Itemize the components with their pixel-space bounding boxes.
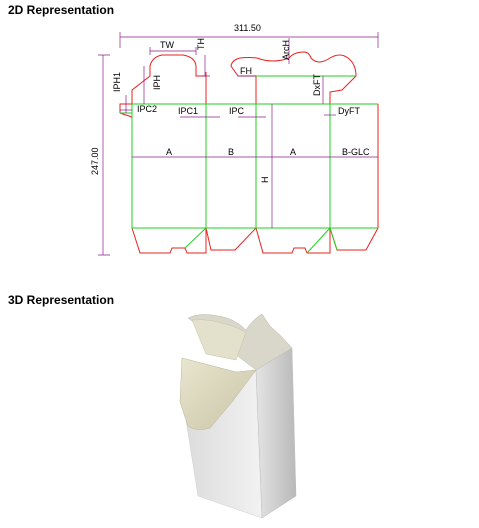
crease-lines (120, 75, 378, 254)
dimension-lines (98, 32, 379, 256)
bottom-diagonal-1 (184, 227, 207, 249)
ipc2-label: IPC2 (137, 104, 157, 114)
tw-line (149, 47, 197, 55)
overall-height-line (98, 54, 110, 256)
overall-width-label: 311.50 (234, 23, 261, 33)
ipc-label: IPC (229, 106, 245, 116)
fh-label: FH (240, 66, 252, 76)
box-tuck-flap (179, 357, 257, 430)
th-label: TH (196, 38, 206, 50)
ipc1-label: IPC1 (178, 106, 198, 116)
box-inner-flap (191, 319, 247, 361)
scalloped-lid-outline (230, 51, 357, 104)
bottom-diagonal-3 (329, 227, 338, 251)
box-right-face (255, 347, 297, 519)
twod-section-title: 2D Representation (8, 3, 115, 17)
panel-b-label: B (228, 147, 234, 157)
threed-section-title: 3D Representation (8, 293, 115, 307)
left-edge (119, 112, 133, 228)
tw-label: TW (160, 40, 174, 50)
overall-height-label: 247.00 (90, 147, 100, 175)
overall-width-line (119, 32, 379, 48)
th-line (201, 55, 210, 77)
bottom-flaps (131, 104, 379, 254)
panel-bglc-label: B-GLC (342, 147, 370, 157)
panel-a2-label: A (290, 147, 296, 157)
iph1-label: IPH1 (112, 72, 122, 92)
box-3d (179, 313, 297, 519)
arch-label: ArcH (281, 40, 291, 60)
dieline-2d: 311.50 247.00 TW TH IPH1 IPH IPC2 IPC1 I… (90, 23, 379, 256)
iph-label: IPH (152, 75, 162, 90)
h-label: H (260, 177, 270, 184)
dxft-label: DxFT (312, 74, 322, 96)
panel-a1-label: A (166, 147, 172, 157)
tuck-flap-outline (119, 54, 207, 113)
bottom-diagonal-2 (306, 227, 331, 254)
dyft-label: DyFT (338, 106, 360, 116)
